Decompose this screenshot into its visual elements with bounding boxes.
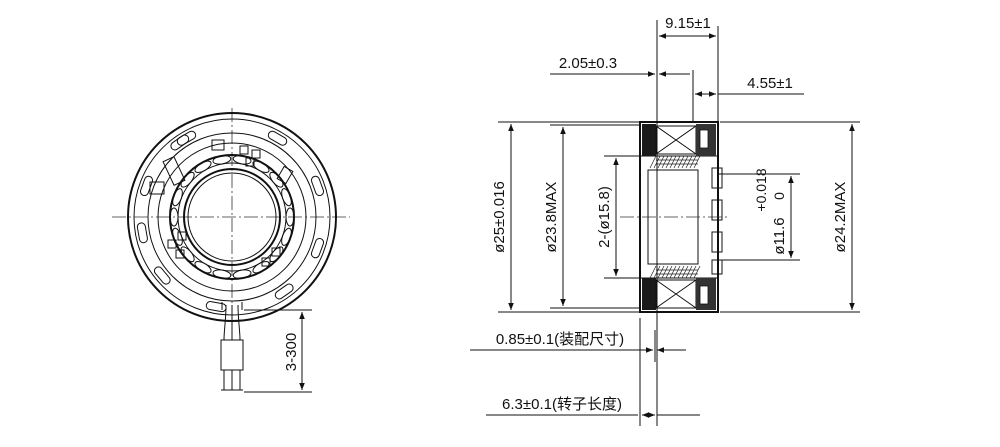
max-diameter-left-label: ø23.8MAX bbox=[543, 182, 560, 253]
stator-tooth bbox=[180, 246, 195, 263]
rotor-hatching bbox=[649, 155, 701, 279]
stator-tooth bbox=[212, 155, 232, 165]
lead-wires bbox=[220, 302, 244, 391]
hatch-line bbox=[673, 155, 681, 169]
hatch-line bbox=[657, 155, 665, 169]
rotor-length-label: 6.3±0.1(转子长度) bbox=[502, 396, 622, 413]
stator-teeth bbox=[169, 155, 295, 279]
max-diameter-right-label: ø24.2MAX bbox=[832, 182, 849, 253]
stator-tooth bbox=[269, 246, 284, 263]
hatch-line bbox=[673, 265, 681, 279]
top-bearing bbox=[642, 124, 716, 165]
lead-length-label: 3-300 bbox=[283, 333, 300, 371]
pcb-components bbox=[149, 139, 294, 267]
coil-slot bbox=[136, 222, 148, 244]
coil-pads bbox=[711, 167, 723, 275]
hatch-line bbox=[669, 155, 677, 169]
left-offset-label: 2.05±0.3 bbox=[559, 55, 617, 72]
hatch-line bbox=[677, 265, 685, 279]
coil-slot bbox=[267, 130, 288, 146]
stator-tooth bbox=[285, 207, 295, 227]
hatch-line bbox=[665, 265, 673, 279]
hatch-line bbox=[653, 155, 661, 169]
bore-tol-lower: 0 bbox=[771, 192, 787, 200]
total-width-label: 9.15±1 bbox=[665, 15, 711, 32]
right-offset-label: 4.55±1 bbox=[747, 75, 793, 92]
coil-slot bbox=[310, 237, 325, 259]
bearing-diameter-label: 2-(ø15.8) bbox=[596, 186, 613, 248]
hatch-line bbox=[693, 155, 701, 169]
hatch-line bbox=[665, 155, 673, 169]
coil-slot bbox=[153, 266, 171, 285]
stator-tooth bbox=[169, 207, 179, 227]
center-bore bbox=[183, 168, 281, 266]
front-view: 3-300 bbox=[112, 108, 350, 393]
stator-tooth bbox=[232, 269, 252, 279]
hatch-line bbox=[689, 155, 697, 169]
bottom-bearing bbox=[642, 269, 716, 310]
stator-tooth bbox=[212, 269, 232, 279]
hatch-line bbox=[693, 265, 701, 279]
stator-tooth bbox=[194, 261, 212, 274]
coil-slot bbox=[170, 134, 190, 151]
hatch-line bbox=[669, 265, 677, 279]
hatch-line bbox=[657, 265, 665, 279]
coil-slot bbox=[205, 301, 227, 313]
hatch-line bbox=[661, 155, 669, 169]
hatch-line bbox=[681, 265, 689, 279]
stator-tooth bbox=[180, 171, 195, 188]
stator-tooth bbox=[281, 188, 292, 207]
mounting-size-label: 0.85±0.1(装配尺寸) bbox=[496, 331, 624, 348]
hatch-line bbox=[649, 155, 657, 169]
stator-tooth bbox=[252, 160, 270, 173]
bore-tol-upper: +0.018 bbox=[753, 168, 769, 211]
hatch-line bbox=[661, 265, 669, 279]
stator-tooth bbox=[281, 227, 292, 246]
outer-diameter-label: ø25±0.016 bbox=[491, 181, 508, 253]
coil-slots bbox=[136, 130, 325, 313]
hatch-line bbox=[677, 155, 685, 169]
stator-tooth bbox=[172, 188, 183, 207]
hatch-line bbox=[653, 265, 661, 279]
hatch-line bbox=[649, 265, 657, 279]
hatch-line bbox=[685, 155, 693, 169]
bore-diameter-label: ø11.6 bbox=[771, 217, 788, 254]
section-view: 9.15±1 2.05±0.3 4.55±1 ø25±0.016 ø23.8MA… bbox=[470, 15, 860, 426]
coil-slot bbox=[310, 175, 325, 197]
hatch-line bbox=[681, 155, 689, 169]
stator-tooth bbox=[172, 227, 183, 246]
stator-tooth bbox=[232, 155, 252, 165]
stator-tooth bbox=[252, 261, 270, 274]
hatch-line bbox=[685, 265, 693, 279]
coil-slot bbox=[274, 283, 294, 300]
stator-tooth bbox=[194, 160, 212, 173]
stator-tooth bbox=[269, 171, 284, 188]
hatch-line bbox=[689, 265, 697, 279]
